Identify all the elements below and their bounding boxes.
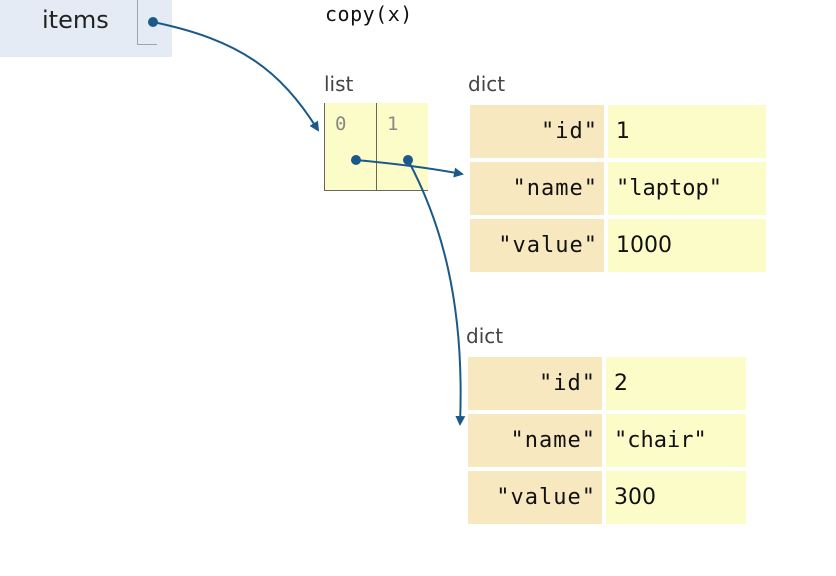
dict-row: "value" 1000 [470,219,766,272]
list-cell-0[interactable]: 0 [324,103,376,191]
dict-key: "value" [468,471,606,524]
dict-value: 2 [606,357,746,414]
dict-type-label: dict [468,72,506,96]
pointer-list0-to-dict1 [355,159,464,178]
dict-value: 1000 [608,219,766,272]
frame-panel [0,0,172,57]
pointer-list1-to-dict2 [407,159,466,426]
dict-key: "id" [470,105,608,162]
dict-key: "name" [470,162,608,219]
pointer-items-to-list [152,21,320,132]
code-expression: copy(x) [325,2,413,26]
frame-variable-name: items [42,6,109,34]
dict-object-1[interactable]: "id" 1 "name" "laptop" "value" 1000 [470,105,766,272]
dict-type-label: dict [466,324,504,348]
dict-value: "chair" [606,414,746,471]
dict-row: "value" 300 [468,471,746,524]
dict-key: "id" [468,357,606,414]
dict-value: 300 [606,471,746,524]
dict-row: "id" 1 [470,105,766,162]
dict-key: "name" [468,414,606,471]
dict-key: "value" [470,219,608,272]
list-cell-1[interactable]: 1 [376,103,428,191]
list-object[interactable]: 0 1 [324,103,428,191]
dict-row: "id" 2 [468,357,746,414]
dict-object-2[interactable]: "id" 2 "name" "chair" "value" 300 [468,357,746,524]
dict-value: 1 [608,105,766,162]
frame-variable-pointer-slot[interactable] [137,0,157,45]
list-index: 0 [335,113,347,135]
dict-row: "name" "chair" [468,414,746,471]
pointer-dot-list-1 [403,155,413,165]
dict-value: "laptop" [608,162,766,219]
dict-row: "name" "laptop" [470,162,766,219]
list-index: 1 [387,113,399,135]
pointer-dot-items [148,17,158,27]
pointer-dot-list-0 [351,155,361,165]
list-type-label: list [324,72,354,96]
